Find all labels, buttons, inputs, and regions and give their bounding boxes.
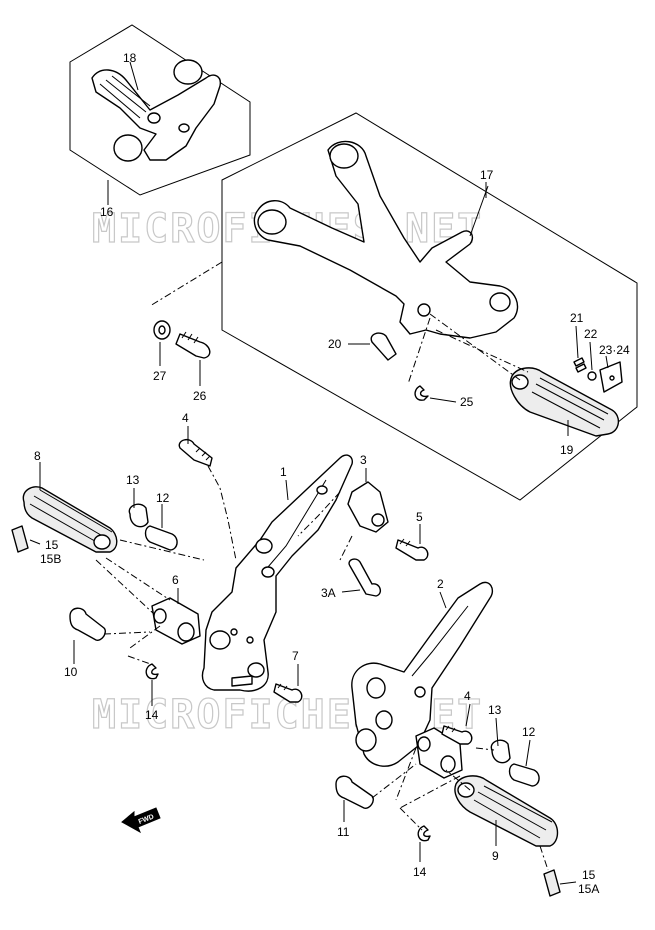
label-3A: 3A (321, 586, 336, 600)
label-2: 2 (437, 577, 444, 591)
label-15-right: 15 (582, 868, 596, 882)
right-assembly (335, 581, 577, 897)
label-6: 6 (172, 573, 179, 587)
label-13-right: 13 (488, 703, 502, 717)
label-22: 22 (584, 327, 598, 341)
label-27: 27 (153, 369, 167, 383)
label-17: 17 (480, 168, 494, 182)
label-26: 26 (193, 389, 207, 403)
label-14-right: 14 (413, 865, 427, 879)
label-1: 1 (280, 465, 287, 479)
bolt-26-washer-27 (153, 320, 211, 386)
label-13-left: 13 (126, 473, 140, 487)
label-5: 5 (416, 510, 423, 524)
label-3: 3 (360, 453, 367, 467)
left-assembly (11, 426, 429, 706)
label-4-right: 4 (464, 689, 471, 703)
label-12-right: 12 (522, 725, 536, 739)
label-18: 18 (123, 51, 137, 65)
label-20: 20 (328, 337, 342, 351)
fwd-arrow-icon: FWD (121, 807, 161, 834)
label-15B: 15B (40, 552, 61, 566)
label-23-24: 23·24 (599, 343, 630, 357)
label-16: 16 (100, 205, 114, 219)
label-8: 8 (34, 449, 41, 463)
label-19: 19 (560, 443, 574, 457)
label-15-left: 15 (45, 538, 59, 552)
label-11: 11 (337, 825, 350, 839)
label-10: 10 (64, 665, 78, 679)
label-15A: 15A (578, 882, 599, 896)
label-4-left: 4 (182, 411, 189, 425)
inset-box-16 (69, 24, 251, 205)
label-9: 9 (492, 849, 499, 863)
label-21: 21 (570, 311, 584, 325)
label-7: 7 (292, 649, 299, 663)
label-14-left: 14 (145, 708, 159, 722)
label-25: 25 (460, 395, 474, 409)
label-12-left: 12 (156, 491, 170, 505)
assembly-box-17 (149, 112, 638, 501)
